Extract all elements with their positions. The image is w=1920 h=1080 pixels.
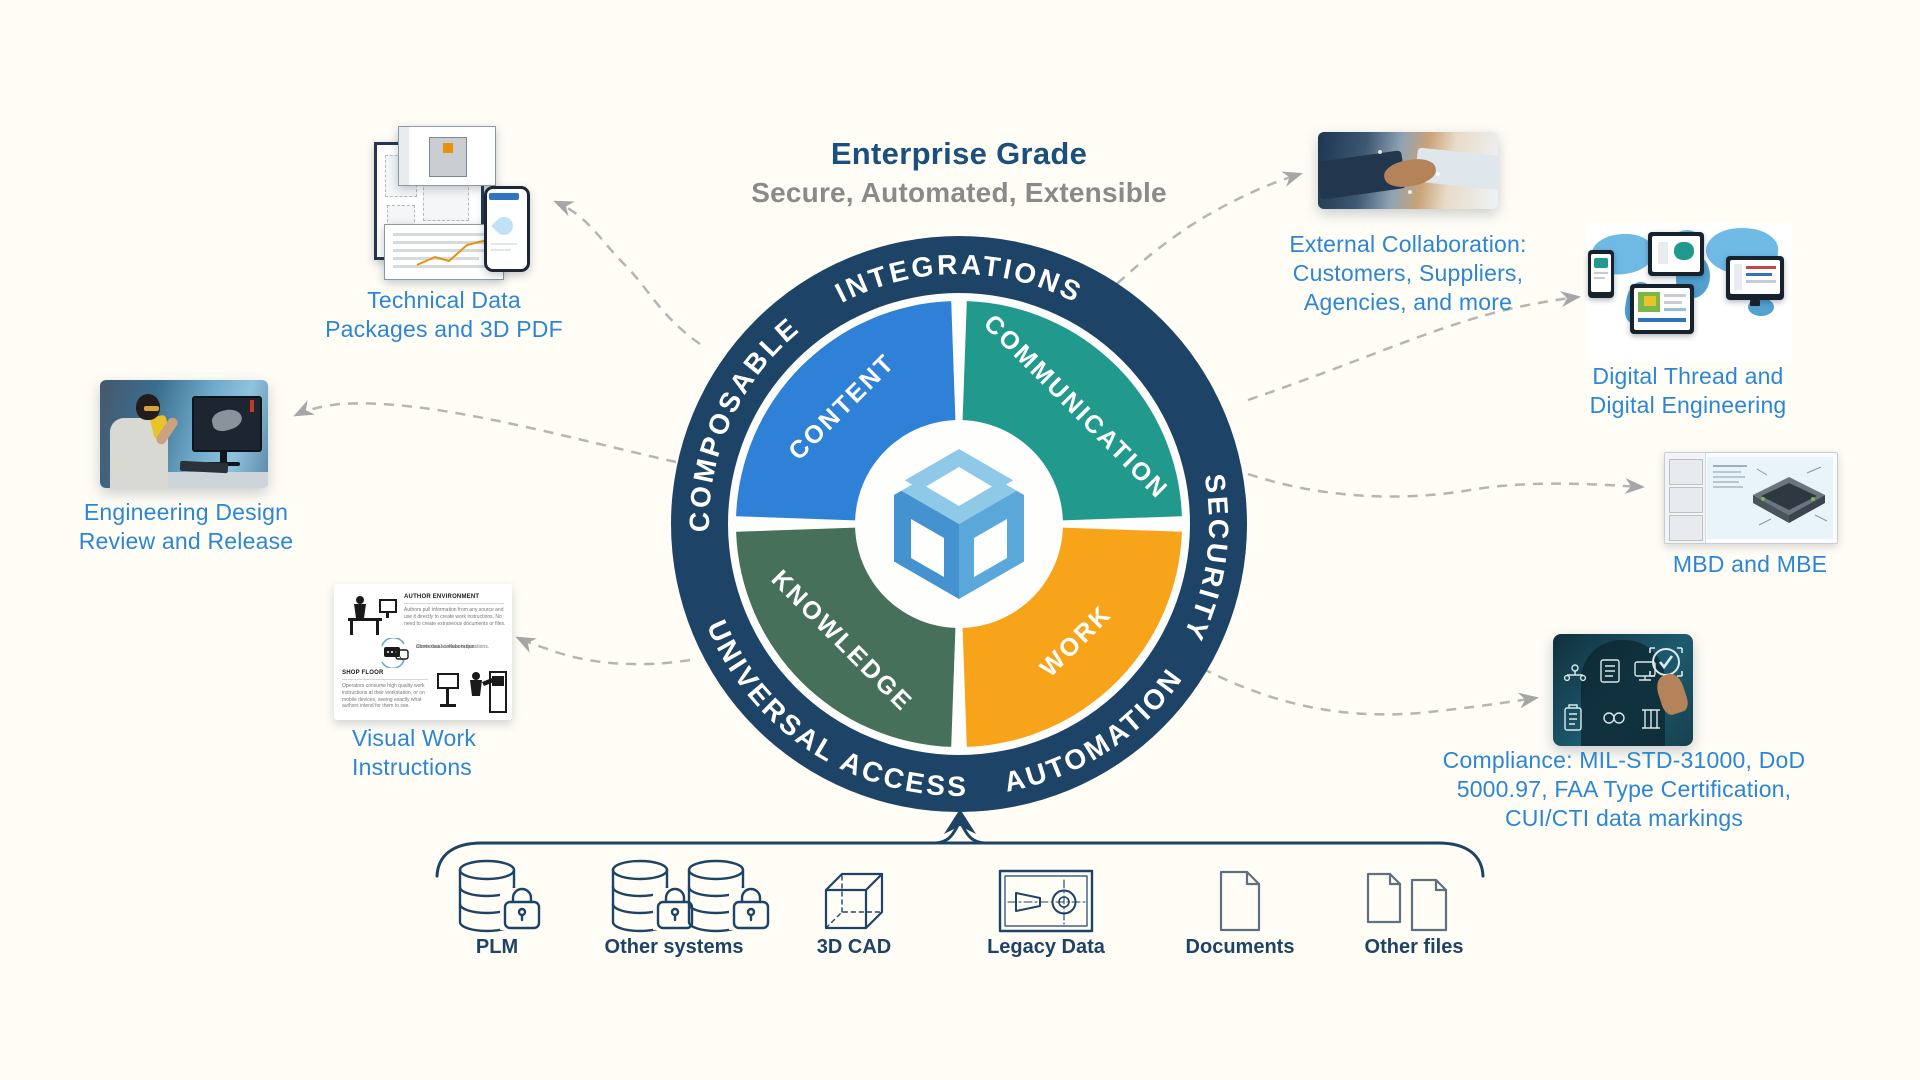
compliance-label: Compliance: MIL-STD-31000, DoD 5000.97, … [1442,747,1806,831]
collaboration-icon [381,638,409,668]
connector-technical-data [553,200,701,346]
connector-digital-thread [1247,291,1581,402]
platform-wheel: COMPOSABLE INTEGRATIONS SECURITY UNIVERS… [671,236,1247,812]
isometric-board-graphic [1753,466,1828,526]
quadrant-knowledge-shape [736,527,956,747]
compliance-photo [1553,634,1693,746]
page-title: Enterprise Grade [830,136,1088,171]
connector-visual-work [515,636,691,666]
author-env-heading: AUTHOR ENVIRONMENT [404,594,480,600]
engineering-drawing-icon [998,869,1094,933]
engineering-label: Engineering Design Review and Release [78,499,294,554]
technical-data-image [362,126,530,280]
visual-work-label: Visual Work Instructions [352,725,477,780]
phone-mockup [484,186,530,272]
title-block: Enterprise Grade Secure, Automated, Exte… [609,136,1309,209]
author-figure-icon [348,596,397,635]
operator-figure-icon [437,671,507,713]
source-label-documents: Documents [1185,936,1295,958]
collab-caption-rest: allows fast answers to questions. [416,644,490,650]
visual-work-image: AUTHOR ENVIRONMENT Authors pull informat… [334,584,512,720]
connector-engineering [293,400,677,464]
mbd-label: MBD and MBE [1672,551,1828,577]
databases-lock-icon [611,859,775,933]
source-label-legacy-data: Legacy Data [987,936,1105,958]
sources-bracket [435,809,1485,878]
quadrant-work-shape [962,527,1182,747]
connector-mbd [1247,472,1645,498]
monitor-device [1726,256,1784,300]
files-icon [1366,872,1448,932]
digital-thread-label: Digital Thread and Digital Engineering [1589,363,1787,418]
connector-compliance [1185,658,1539,716]
engineering-photo [100,380,268,488]
connector-lines [293,171,1645,716]
source-label-plm: PLM [475,936,519,958]
handshake-photo [1318,132,1498,209]
database-lock-icon [458,859,546,933]
document-icon [1219,870,1261,932]
collab-caption-bold: Contextual collaboration [416,644,475,650]
quadrant-content-shape [736,301,956,521]
connector-external-collab [1103,171,1303,297]
author-env-body: Authors pull information from any source… [404,607,506,627]
shop-floor-body: Operators consume high quality work inst… [342,683,425,710]
tablet-device [1648,232,1704,276]
page-subtitle: Secure, Automated, Extensible [751,177,1167,208]
shop-floor-heading: SHOP FLOOR [342,670,384,676]
quadrant-communication-shape [962,301,1182,521]
mbd-image [1664,452,1838,544]
anark-cube-logo-icon [876,449,1042,599]
external-collab-label: External Collaboration: Customers, Suppl… [1289,231,1527,315]
phone-device [1588,250,1614,298]
source-label-3d-cad: 3D CAD [816,936,892,958]
digital-thread-image [1586,222,1792,362]
cube-wireframe-icon [824,872,884,930]
tablet-device-2 [1630,284,1694,334]
technical-data-label: Technical Data Packages and 3D PDF [325,287,563,342]
cad-viewer-window [398,126,496,186]
source-label-other-systems: Other systems [604,936,744,958]
source-label-other-files: Other files [1364,936,1464,958]
up-arrow-icon [944,809,976,834]
